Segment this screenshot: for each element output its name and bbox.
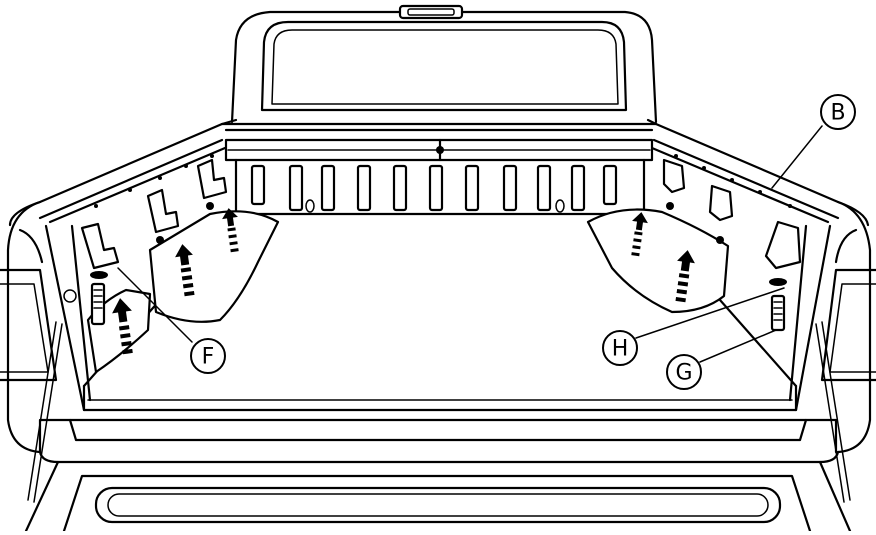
bulkhead-ribs <box>250 164 618 213</box>
truck-bed <box>0 118 876 533</box>
folded-cover-left <box>86 210 280 374</box>
callout-g-label: G <box>675 361 692 386</box>
arrow-marking <box>222 208 239 253</box>
rail-holes <box>94 154 792 208</box>
clamp-brackets-left <box>80 158 228 326</box>
arrow-marking <box>675 250 695 303</box>
arrow-marking <box>175 244 195 297</box>
callout-f: F <box>190 338 226 374</box>
callout-g: G <box>666 354 702 390</box>
folded-cover-right <box>586 208 730 314</box>
arrow-marking <box>112 298 133 355</box>
callout-b-label: B <box>830 101 845 126</box>
arrow-marking <box>631 212 648 257</box>
clamp-brackets-right <box>662 158 802 332</box>
callout-b: B <box>820 94 856 130</box>
leader-lines <box>117 125 823 363</box>
arrow-markings <box>112 208 695 355</box>
truck-cab <box>230 4 658 124</box>
callout-h: H <box>602 330 638 366</box>
callout-f-label: F <box>202 345 215 370</box>
callout-h-label: H <box>612 337 629 362</box>
